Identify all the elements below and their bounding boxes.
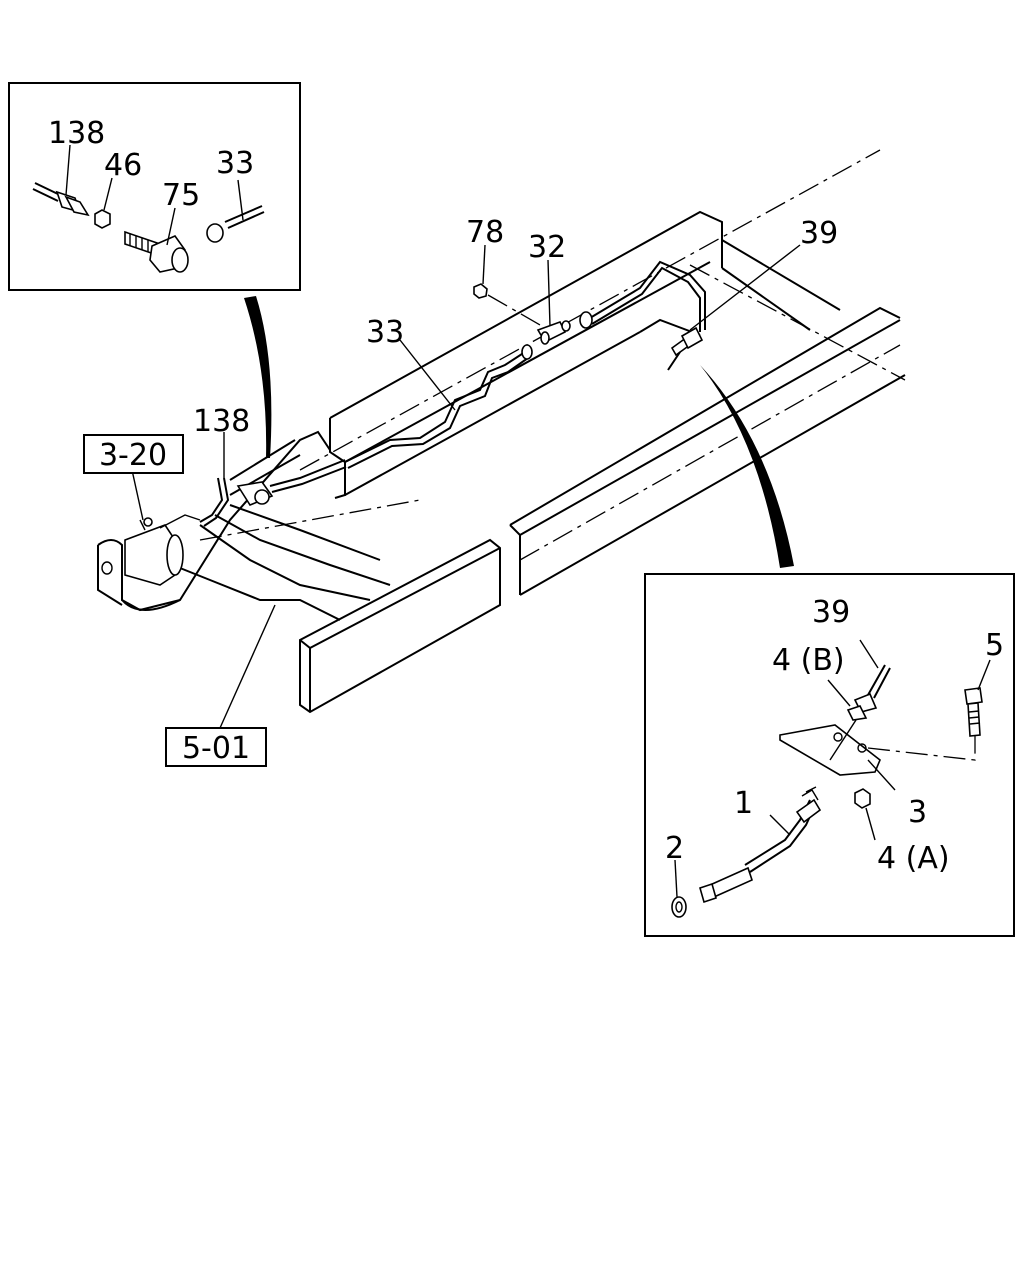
pointer-to-inset-bottom	[700, 365, 794, 568]
pointer-to-inset-top	[244, 296, 272, 458]
nut-78	[473, 283, 488, 299]
leader-lines	[131, 244, 801, 729]
callout-78: 78	[466, 215, 504, 250]
callout-33: 33	[366, 315, 404, 350]
callout-2: 2	[665, 831, 684, 866]
callouts-main: 78 32 39 33 138	[193, 215, 838, 439]
callout-5: 5	[985, 628, 1004, 663]
callout-138-inset: 138	[48, 116, 105, 151]
callout-4b: 4 (B)	[772, 643, 845, 678]
callout-1: 1	[734, 786, 753, 821]
inset-bottom	[644, 573, 1015, 937]
frame-assembly	[97, 149, 906, 714]
ref-3-20-label: 3-20	[99, 438, 167, 473]
callouts-inset-top: 138 46 75 33	[48, 116, 254, 213]
callout-33-inset: 33	[216, 146, 254, 181]
ref-5-01-label: 5-01	[182, 731, 250, 766]
bolt-5	[964, 687, 983, 737]
reference-box-3-20[interactable]: 3-20	[83, 434, 184, 474]
tee-fitting-32	[536, 320, 571, 345]
brake-chamber	[124, 514, 201, 586]
reference-box-5-01[interactable]: 5-01	[165, 727, 267, 767]
callout-3: 3	[908, 795, 927, 830]
pipe-routing	[199, 260, 706, 527]
callout-138: 138	[193, 404, 250, 439]
inset-top	[8, 82, 301, 291]
callout-75: 75	[162, 178, 200, 213]
callout-46: 46	[104, 148, 142, 183]
callout-39: 39	[800, 216, 838, 251]
callout-39-inset: 39	[812, 595, 850, 630]
callouts-inset-bottom: 39 4 (B) 5 1 3 2 4 (A)	[665, 595, 1004, 876]
callout-4a: 4 (A)	[877, 841, 950, 876]
callout-32: 32	[528, 230, 566, 265]
